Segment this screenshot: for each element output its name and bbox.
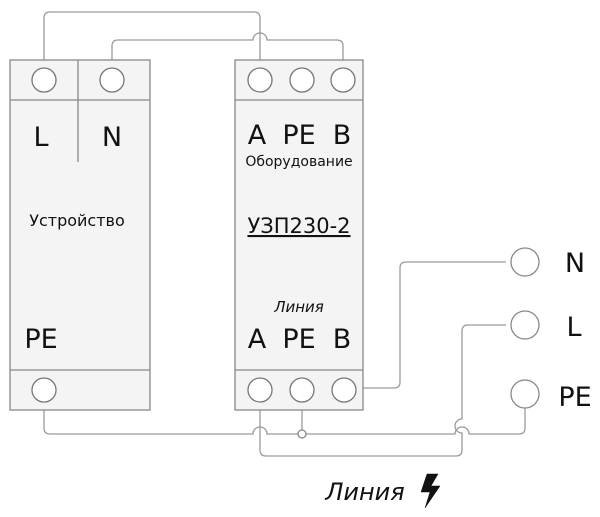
- uzp-terminal-bottom-a[interactable]: [247, 377, 273, 403]
- uzp-module-body: [234, 59, 364, 411]
- device-module-body: [9, 59, 151, 411]
- line-terminal-n[interactable]: [510, 247, 540, 277]
- line-terminal-l[interactable]: [510, 310, 540, 340]
- uzp-top-caption: Оборудование: [245, 154, 352, 170]
- uzp-terminal-bottom-pe[interactable]: [289, 377, 315, 403]
- uzp-terminal-top-pe[interactable]: [289, 67, 315, 93]
- wire-pe-line-to-common: [302, 406, 526, 435]
- uzp-top-label-a: A: [248, 120, 267, 151]
- uzp-bottom-caption: Линия: [273, 298, 324, 316]
- wire-uzp-b-to-n: [358, 261, 506, 389]
- device-label-l: L: [33, 122, 48, 153]
- line-footer-label: Линия: [324, 478, 404, 506]
- device-terminal-l[interactable]: [31, 67, 57, 93]
- line-label-l: L: [566, 312, 581, 343]
- uzp-bottom-label-a: A: [248, 324, 267, 355]
- wire-device-n-to-uzp-b: [111, 32, 344, 68]
- device-module: L N Устройство PE: [9, 59, 151, 411]
- uzp-top-label-pe: PE: [282, 120, 315, 151]
- uzp-module: A PE B Оборудование УЗП230-2 Линия A PE …: [234, 59, 364, 411]
- uzp-terminal-top-b[interactable]: [330, 67, 356, 93]
- wire-device-l-to-uzp-a: [43, 11, 261, 68]
- pe-junction-node: [297, 429, 307, 439]
- lightning-icon: [420, 473, 441, 509]
- device-label-n: N: [102, 122, 122, 153]
- line-label-n: N: [565, 248, 585, 279]
- uzp-terminal-top-a[interactable]: [247, 67, 273, 93]
- wires: [43, 11, 526, 457]
- wire-uzp-a-to-l: [259, 324, 506, 457]
- device-label-pe: PE: [24, 324, 57, 355]
- uzp-terminal-bottom-b[interactable]: [331, 377, 357, 403]
- uzp-bottom-label-b: B: [333, 324, 352, 355]
- device-terminal-n[interactable]: [99, 67, 125, 93]
- uzp-top-label-b: B: [333, 120, 352, 151]
- line-terminal-pe[interactable]: [510, 379, 540, 409]
- device-name: Устройство: [29, 211, 125, 230]
- wire-device-pe-to-uzp-pe: [43, 404, 302, 435]
- line-terminals: N L PE: [510, 247, 592, 413]
- uzp-model-name: УЗП230-2: [247, 214, 350, 238]
- device-terminal-pe[interactable]: [31, 377, 57, 403]
- line-label-pe: PE: [558, 382, 591, 413]
- uzp-bottom-label-pe: PE: [282, 324, 315, 355]
